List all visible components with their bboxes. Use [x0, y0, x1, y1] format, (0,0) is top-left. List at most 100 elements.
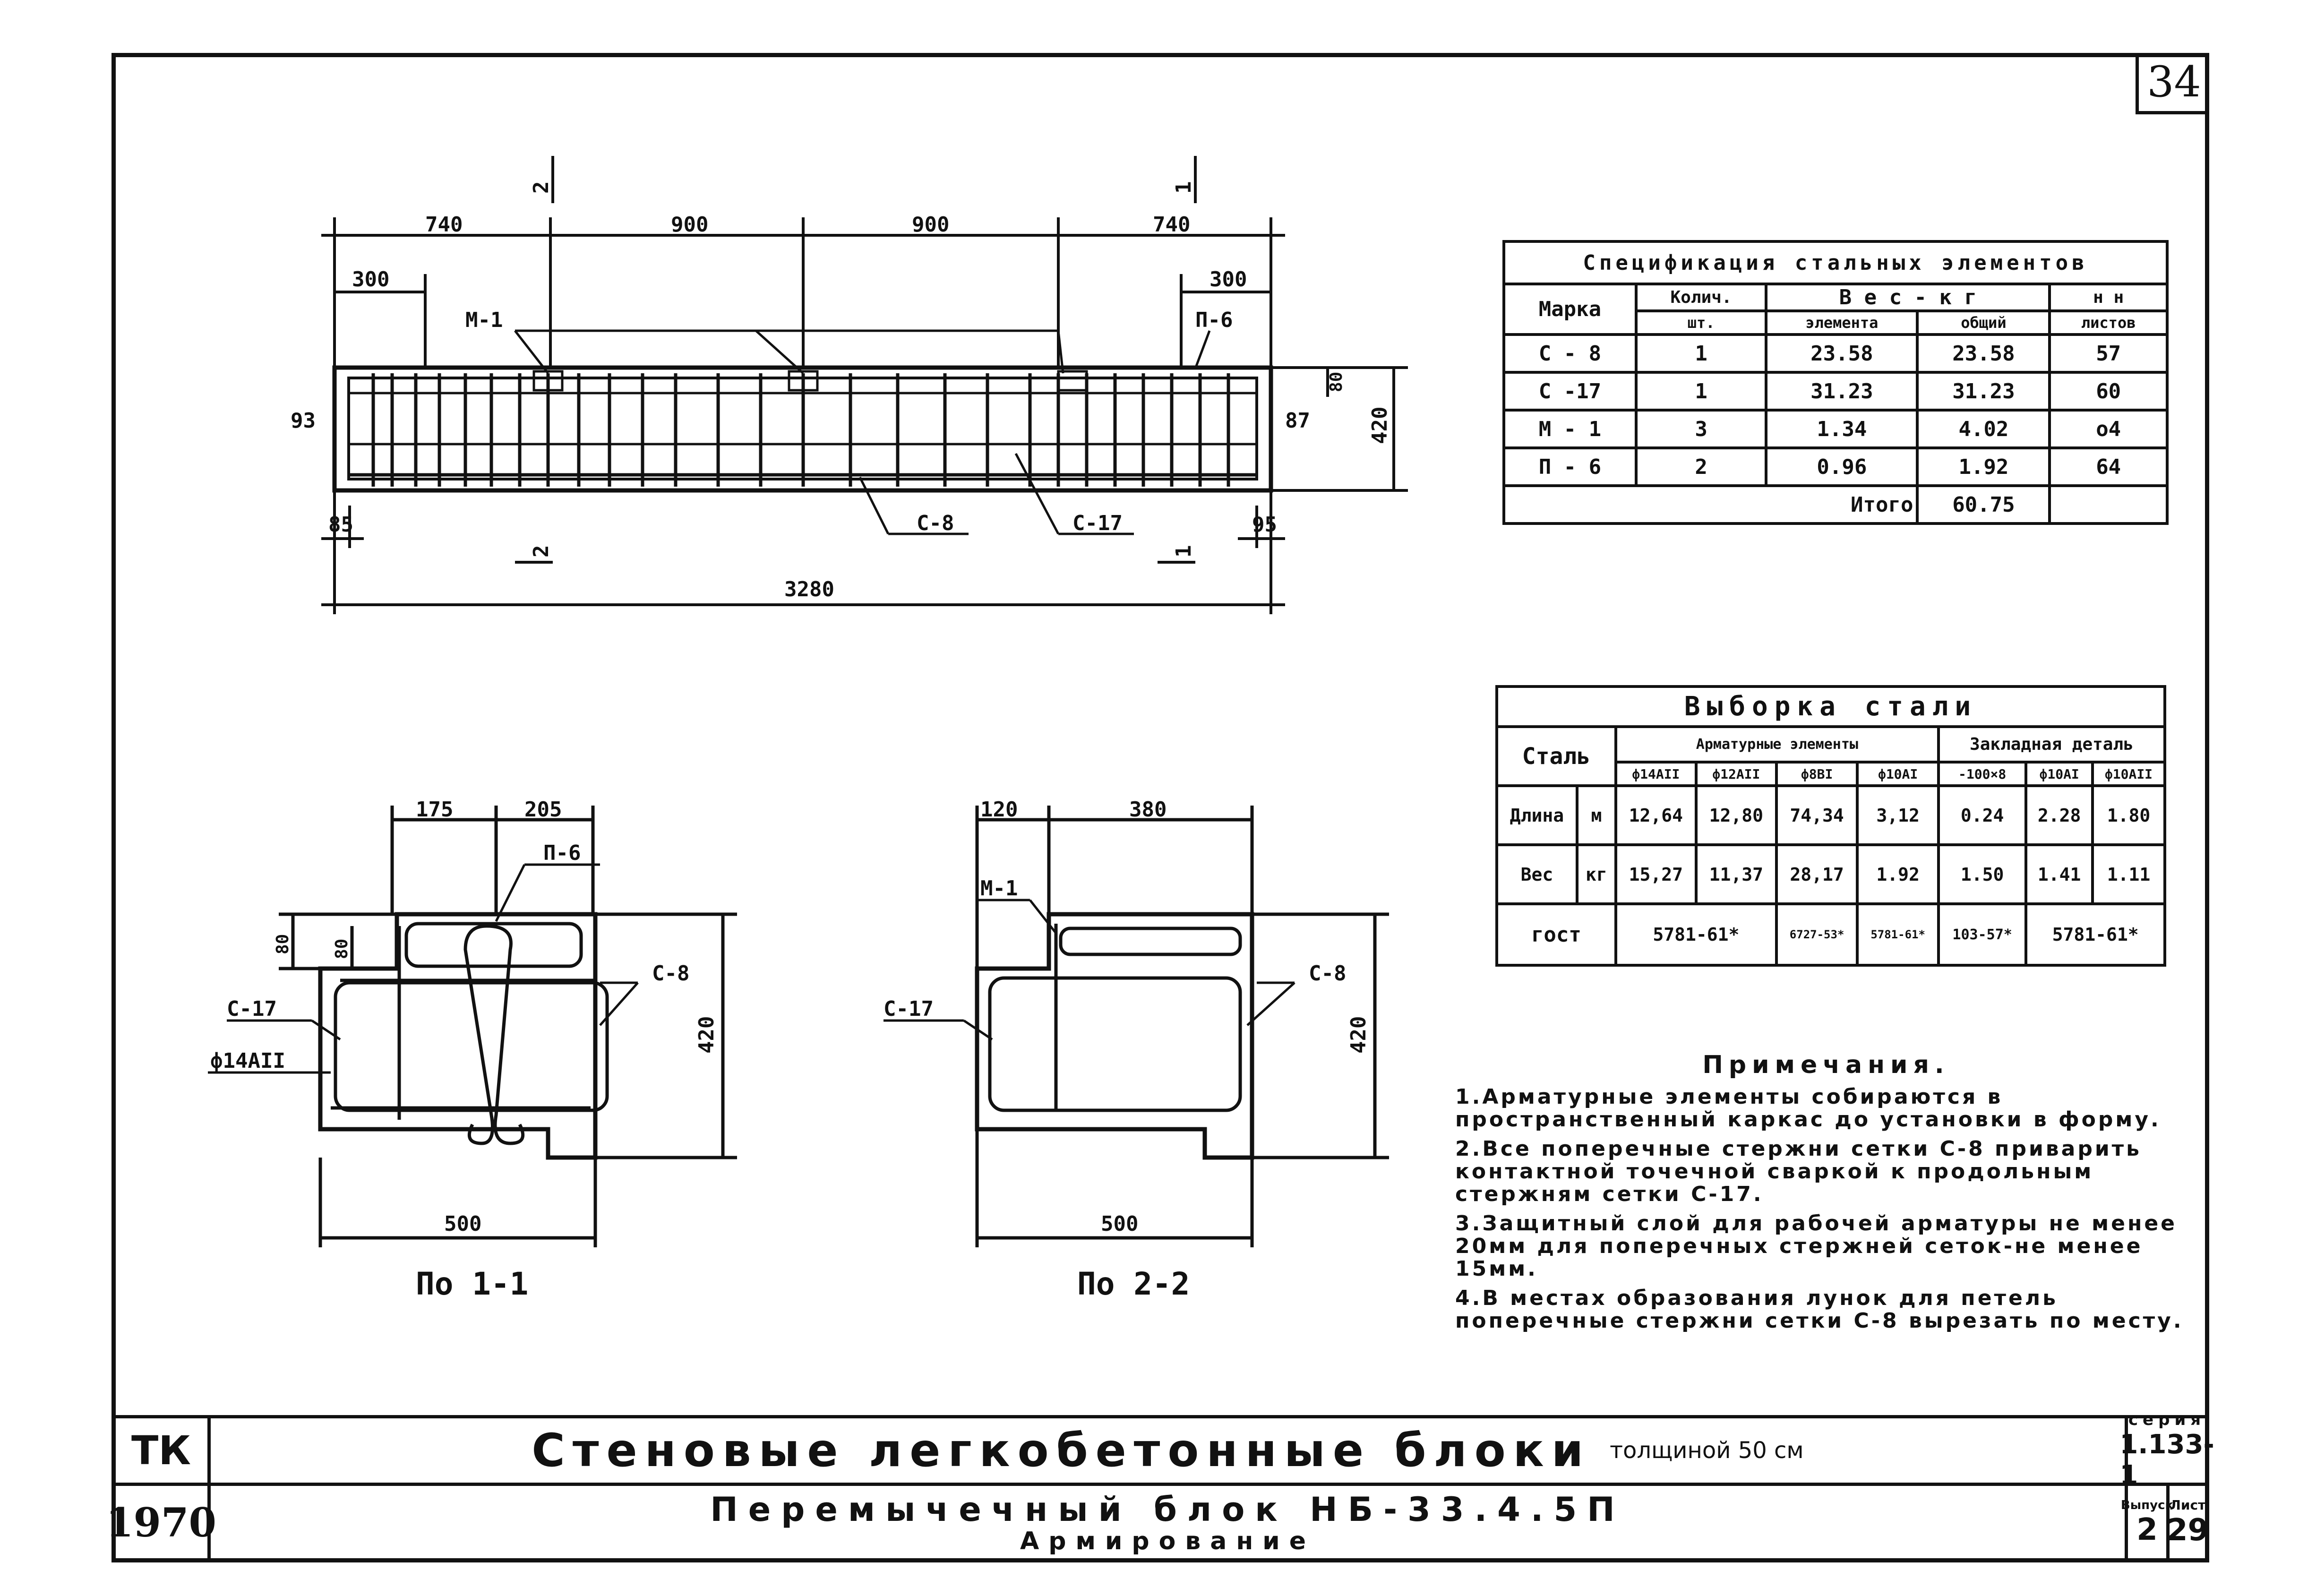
- s2-label-c17: С-17: [884, 997, 934, 1021]
- cell: 1.80: [2091, 784, 2167, 846]
- cell: М - 1: [1502, 409, 1638, 449]
- spec-title: Спецификация стальных элементов: [1502, 240, 2169, 285]
- steel-table: Выборка стали Сталь Арматурные элементы …: [1495, 685, 2167, 967]
- cell: 1.41: [2024, 843, 2094, 905]
- s1-dim-500: 500: [444, 1212, 481, 1236]
- section-mark-bottom-1: 1: [1172, 545, 1196, 558]
- spec-h-sheets-sub: листов: [2048, 309, 2169, 336]
- cell: 5781-61*: [1614, 902, 1778, 967]
- spec-h-weight: В е с - к г: [1765, 283, 2051, 312]
- cell: 103-57*: [1937, 902, 2028, 967]
- steel-h-steel: Сталь: [1495, 725, 1617, 787]
- cell: 12,64: [1614, 784, 1698, 846]
- s1-label-bar: ф14АII: [210, 1049, 285, 1073]
- cell: -100×8: [1937, 761, 2028, 787]
- stamp-issue-label: Выпуск: [2120, 1498, 2174, 1512]
- dim-right: 95: [1252, 513, 1277, 537]
- cell: 5781-61*: [1856, 902, 1940, 967]
- cell: 60: [2048, 371, 2169, 412]
- cell: 12,80: [1694, 784, 1778, 846]
- steel-h-rebar: Арматурные элементы: [1614, 725, 1940, 764]
- dim-top-1: 740: [425, 213, 463, 237]
- cell: С -17: [1502, 371, 1638, 412]
- note-item: 3.Защитный слой для рабочей арматуры не …: [1455, 1211, 2178, 1281]
- s2-dim-500: 500: [1101, 1212, 1138, 1236]
- cell: 5781-61*: [2024, 902, 2166, 967]
- dim-top-3: 900: [912, 213, 949, 237]
- stamp-series-cell: серия 1.133-1: [2119, 1410, 2214, 1491]
- label-c8: С-8: [917, 511, 954, 535]
- cell: П - 6: [1502, 446, 1638, 487]
- stamp-year: 1970: [106, 1483, 216, 1562]
- stamp-sheet-cell: Лист 29: [2166, 1483, 2209, 1562]
- cell: 11,37: [1694, 843, 1778, 905]
- cell: 0.96: [1765, 446, 1919, 487]
- notes-title: Примечания.: [1702, 1051, 1950, 1079]
- cell: 4.02: [1916, 409, 2051, 449]
- spec-h-sheets: н н: [2048, 283, 2169, 312]
- beam-elevation: [321, 156, 1408, 614]
- spec-h-qty: Колич.: [1634, 283, 1768, 312]
- cell: о4: [2048, 409, 2169, 449]
- cell: 0.24: [1937, 784, 2028, 846]
- stamp-subtitle2: Армирование: [1020, 1527, 1315, 1555]
- s2-label-m1: М-1: [980, 876, 1018, 901]
- s2-dim-120: 120: [980, 798, 1018, 822]
- cell: 23.58: [1765, 333, 1919, 374]
- cell: 15,27: [1614, 843, 1698, 905]
- section-2-2: [884, 806, 1389, 1247]
- dim-top-4: 740: [1153, 213, 1190, 237]
- cell: м: [1575, 784, 1617, 846]
- spec-total-label: Итого: [1502, 484, 1919, 525]
- table-row: гост 5781-61* 6727-53* 5781-61* 103-57* …: [1495, 902, 2166, 967]
- dim-top-cover: 80: [1327, 372, 1346, 392]
- stamp-title-suffix: толщиной 50 см: [1610, 1437, 1804, 1464]
- cell: 31.23: [1916, 371, 2051, 412]
- steel-gost-label: гост: [1495, 902, 1617, 967]
- cell: 57: [2048, 333, 2169, 374]
- dim-top-2: 900: [671, 213, 708, 237]
- label-m1: М-1: [465, 308, 503, 332]
- cell: ф10АII: [2091, 761, 2167, 787]
- s1-title: По 1-1: [416, 1266, 528, 1302]
- section-mark-bottom-2: 2: [529, 545, 553, 558]
- cell: ф12АII: [1694, 761, 1778, 787]
- stamp-subtitle: Перемычечный блок НБ-33.4.5П: [710, 1490, 1625, 1529]
- stamp-title-cell: Стеновые легкобетонные блоки толщиной 50…: [207, 1415, 2128, 1486]
- title-block: ТК 1970 Стеновые легкобетонные блоки тол…: [106, 1410, 2214, 1562]
- cell: 64: [2048, 446, 2169, 487]
- cell: 3: [1634, 409, 1768, 449]
- s1-dim-80b: 80: [332, 939, 352, 959]
- cell: 1.34: [1765, 409, 1919, 449]
- s2-dim-380: 380: [1129, 798, 1167, 822]
- cell: ф8ВI: [1775, 761, 1859, 787]
- spec-h-qty-unit: шт.: [1634, 309, 1768, 336]
- s2-dim-420: 420: [1347, 1016, 1371, 1054]
- cell: 28,17: [1775, 843, 1859, 905]
- spec-total-value: 60.75: [1916, 484, 2051, 525]
- s1-dim-80a: 80: [273, 934, 292, 954]
- cell: 1: [1634, 333, 1768, 374]
- stamp-issue: 2: [2136, 1512, 2158, 1547]
- label-c17: С-17: [1072, 511, 1123, 535]
- stamp-series: 1.133-1: [2119, 1429, 2214, 1491]
- dim-total: 3280: [784, 577, 834, 601]
- s2-title: По 2-2: [1077, 1266, 1190, 1302]
- sheet-number-box: 34: [2136, 53, 2209, 114]
- stamp-sheet: 29: [2166, 1513, 2209, 1548]
- section-1-1: [208, 806, 737, 1247]
- sheet-number: 34: [2147, 57, 2201, 107]
- cell: 1.92: [1916, 446, 2051, 487]
- cell: [2048, 484, 2169, 525]
- dim-end-left: 300: [352, 267, 389, 292]
- label-p6: П-6: [1195, 308, 1233, 332]
- cell: Вес: [1495, 843, 1578, 905]
- cell: С - 8: [1502, 333, 1638, 374]
- s1-dim-420: 420: [695, 1016, 719, 1054]
- table-row: Вес кг 15,27 11,37 28,17 1.92 1.50 1.41 …: [1495, 843, 2167, 905]
- spec-h-mark: Марка: [1502, 283, 1638, 336]
